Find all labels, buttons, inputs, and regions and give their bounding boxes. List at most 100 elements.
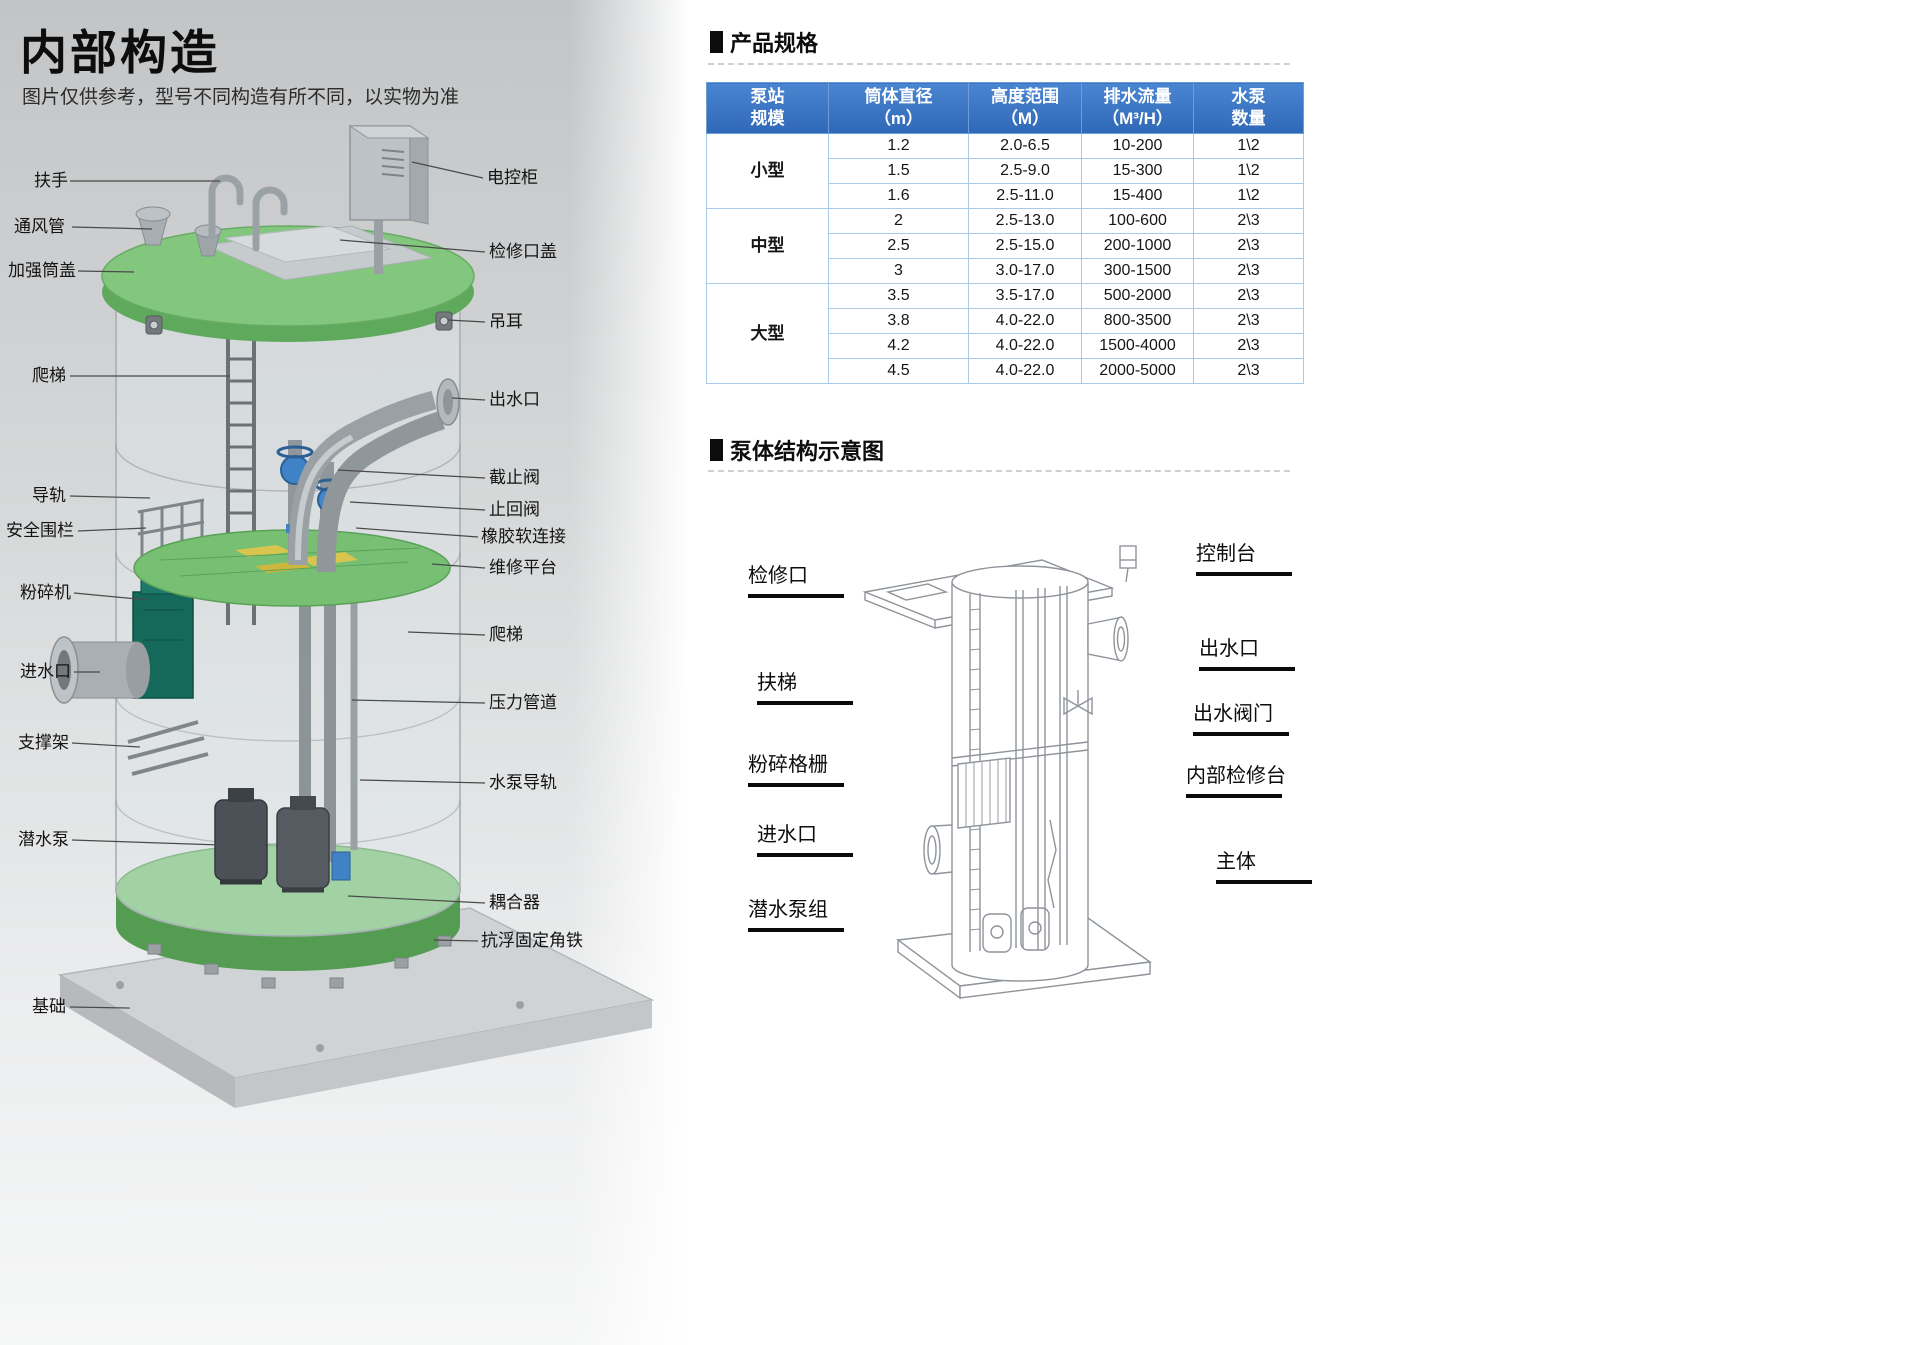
spec-cell: 300-1500 — [1081, 258, 1194, 284]
schematic-cylinder — [951, 565, 1089, 982]
label-underline — [748, 594, 844, 598]
control-cabinet — [348, 125, 430, 274]
schematic-inlet — [923, 824, 953, 875]
spec-cell: 15-300 — [1081, 158, 1194, 184]
spec-table: 泵站规模 筒体直径（m） 高度范围（M） 排水流量（M³/H） 水泵数量 小型 … — [706, 82, 1304, 384]
spec-row: 4.2 4.0-22.0 1500-4000 2\3 — [707, 333, 1304, 359]
page-title: 内部构造 — [20, 26, 220, 79]
spec-cell: 1500-4000 — [1081, 333, 1194, 359]
ladder2-label: 爬梯 — [489, 625, 523, 644]
inlet-label: 进水口 — [20, 662, 71, 681]
spec-cell: 2\3 — [1193, 208, 1304, 234]
schematic-outlet — [1063, 616, 1129, 716]
col-header-pumps: 水泵数量 — [1193, 82, 1304, 134]
spec-row: 大型 3.5 3.5-17.0 500-2000 2\3 — [706, 283, 1304, 384]
main-body-text: 主体 — [1216, 851, 1256, 873]
submersible-pump-label: 潜水泵 — [18, 830, 69, 849]
spec-cell: 15-400 — [1081, 183, 1194, 209]
submersible-pumps — [214, 788, 351, 893]
spec-cell: 2\3 — [1193, 358, 1304, 384]
maintenance-platform-label: 维修平台 — [489, 558, 557, 577]
group-cell-large: 大型 — [706, 283, 829, 384]
spec-cell: 2.0-6.5 — [968, 133, 1082, 159]
outlet-pipes — [288, 378, 460, 573]
access-port-text: 检修口 — [748, 565, 808, 587]
control-console-text: 控制台 — [1196, 543, 1256, 565]
crusher-label: 粉碎机 — [20, 583, 71, 602]
reinforced-lid-label: 加强筒盖 — [8, 261, 76, 280]
spec-header-row: 泵站规模 筒体直径（m） 高度范围（M） 排水流量（M³/H） 水泵数量 — [706, 82, 1304, 134]
internal-structure-panel: 内部构造 图片仅供参考，型号不同构造有所不同，以实物为准 扶手 通风管 加强筒盖… — [0, 0, 700, 1345]
sch-ladder-label: 扶梯 — [757, 672, 853, 705]
anchor-brackets — [147, 935, 452, 989]
label-underline — [1216, 880, 1312, 884]
guide-rail-label: 导轨 — [32, 486, 66, 505]
spec-cell: 3.0-17.0 — [968, 258, 1082, 284]
grinder-grille-text: 粉碎格栅 — [748, 754, 828, 776]
callout-lines — [69, 161, 486, 1009]
access-port-label: 检修口 — [748, 565, 844, 598]
schematic-section-header: 泵体结构示意图 — [710, 434, 884, 466]
label-underline — [748, 783, 844, 787]
spec-cell: 2\3 — [1193, 283, 1304, 309]
spec-cell: 10-200 — [1081, 133, 1194, 159]
spec-row: 1.6 2.5-11.0 15-400 1\2 — [707, 183, 1304, 209]
spec-cell: 3.8 — [828, 308, 969, 334]
spec-cell: 1.6 — [828, 183, 969, 209]
lifting-lugs — [145, 311, 453, 335]
spec-cell: 2000-5000 — [1081, 358, 1194, 384]
spec-cell: 200-1000 — [1081, 233, 1194, 259]
spec-row: 3.8 4.0-22.0 800-3500 2\3 — [707, 308, 1304, 334]
spec-cell: 2\3 — [1193, 233, 1304, 259]
spec-cell: 100-600 — [1081, 208, 1194, 234]
foundation-slab — [57, 907, 655, 1108]
rubber-joint-label: 橡胶软连接 — [481, 527, 566, 546]
group-cell-small: 小型 — [706, 133, 829, 209]
support-frame — [127, 720, 209, 776]
spec-cell: 2.5 — [828, 233, 969, 259]
spec-cell: 3 — [828, 258, 969, 284]
main-body-label: 主体 — [1216, 851, 1312, 884]
outlet-label: 出水口 — [489, 390, 540, 409]
spec-cell: 2.5-13.0 — [968, 208, 1082, 234]
spec-row: 小型 1.2 2.0-6.5 10-200 1\2 — [706, 133, 1304, 209]
pump-group-text: 潜水泵组 — [748, 899, 828, 921]
spec-cell: 3.5-17.0 — [968, 283, 1082, 309]
outlet-valve-label: 出水阀门 — [1193, 703, 1289, 736]
outlet-valve-text: 出水阀门 — [1193, 703, 1273, 725]
sch-ladder-text: 扶梯 — [757, 672, 797, 694]
spec-cell: 4.0-22.0 — [968, 333, 1082, 359]
control-console-label: 控制台 — [1196, 543, 1292, 576]
spec-cell: 2.5-11.0 — [968, 183, 1082, 209]
access-cover-label: 检修口盖 — [489, 242, 557, 261]
foundation-label: 基础 — [32, 997, 66, 1016]
spec-cell: 2\3 — [1193, 333, 1304, 359]
anti-float-bracket-label: 抗浮固定角铁 — [481, 931, 583, 950]
col-header-diameter: 筒体直径（m） — [828, 82, 969, 134]
inlet-pipe — [49, 636, 150, 704]
check-valve-label: 止回阀 — [489, 500, 540, 519]
spec-cell: 4.2 — [828, 333, 969, 359]
spec-cell: 2.5-15.0 — [968, 233, 1082, 259]
spec-row: 4.5 4.0-22.0 2000-5000 2\3 — [707, 358, 1304, 384]
spec-cell: 1.2 — [828, 133, 969, 159]
spec-cell: 1.5 — [828, 158, 969, 184]
pump-station-illustration — [49, 125, 655, 1108]
label-underline — [757, 853, 853, 857]
label-underline — [757, 701, 853, 705]
col-header-scale: 泵站规模 — [706, 82, 829, 134]
spec-row: 2.5 2.5-15.0 200-1000 2\3 — [707, 233, 1304, 259]
handrails — [208, 174, 288, 252]
label-underline — [1196, 572, 1292, 576]
label-underline — [748, 928, 844, 932]
internal-platform-text: 内部检修台 — [1186, 765, 1286, 787]
sch-inlet-text: 进水口 — [757, 824, 817, 846]
pump-schematic-drawing — [862, 545, 1152, 1000]
sch-outlet-label: 出水口 — [1199, 638, 1295, 671]
safety-fence-label: 安全围栏 — [6, 521, 74, 540]
col-header-height: 高度范围（M） — [968, 82, 1082, 134]
page-subtitle: 图片仅供参考，型号不同构造有所不同，以实物为准 — [22, 87, 460, 108]
handrail-label: 扶手 — [34, 171, 68, 190]
spec-cell: 4.0-22.0 — [968, 308, 1082, 334]
